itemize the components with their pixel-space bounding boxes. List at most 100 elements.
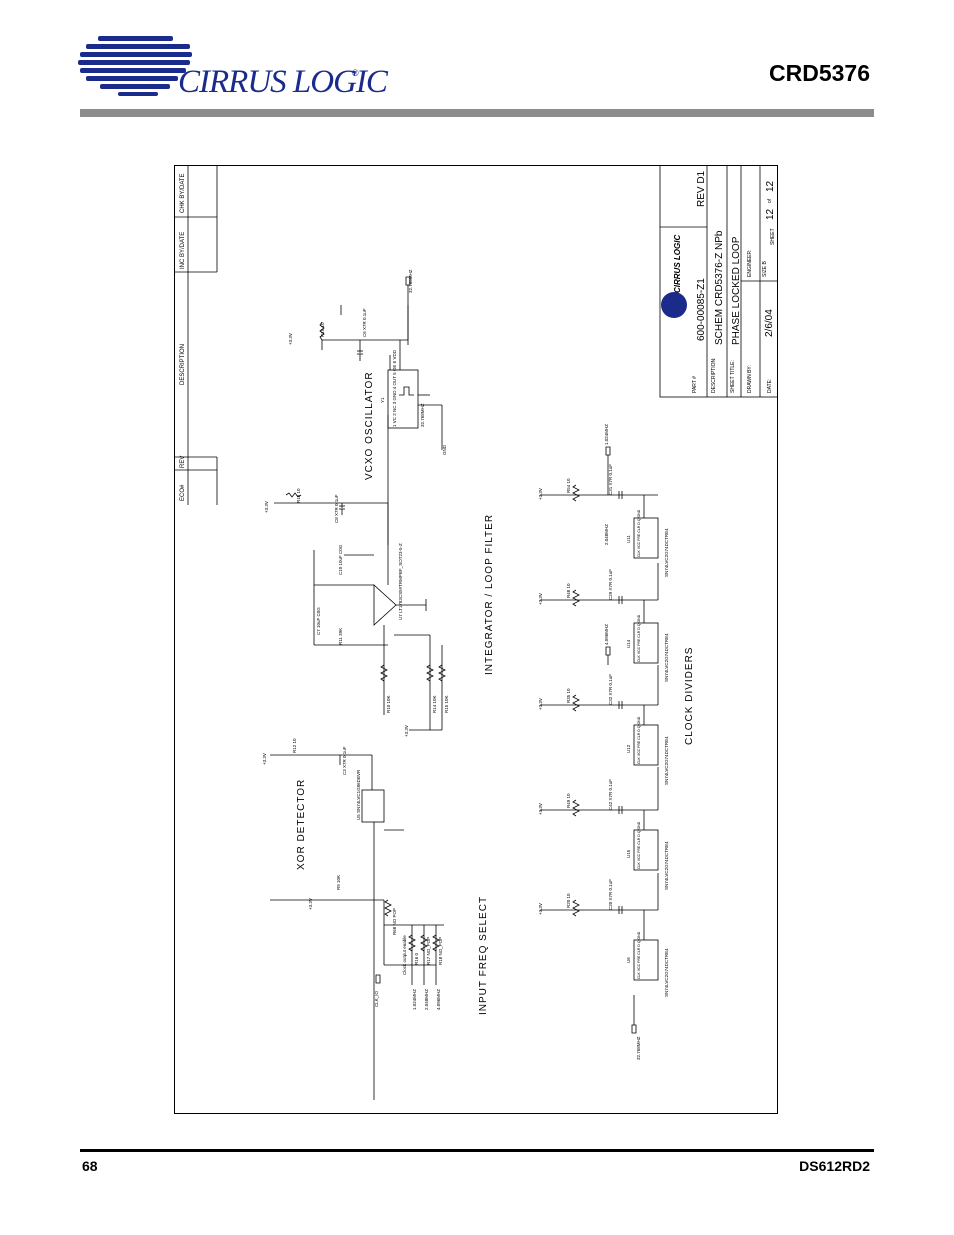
page-number: 68 bbox=[82, 1158, 98, 1174]
label-c10: C10 10uF C0G bbox=[338, 544, 343, 575]
cirrus-logic-logo bbox=[78, 36, 192, 96]
u5-xor-gate bbox=[361, 789, 385, 823]
label-v33-u14: +3.3V bbox=[538, 593, 543, 605]
label-f1b: 1.024MHZ bbox=[604, 424, 609, 445]
title-block-sheet-label: SHEET bbox=[770, 228, 776, 245]
label-osc-in-divider: 32.768MHZ bbox=[636, 1036, 641, 1060]
title-block-of-label: of bbox=[767, 198, 773, 203]
label-r68: R68 NO POP bbox=[392, 908, 397, 935]
title-block-drawn-by-label: DRAWN BY: bbox=[747, 365, 753, 393]
u7-opamp bbox=[373, 584, 397, 626]
label-gnd: GND bbox=[442, 444, 447, 455]
label-r13: R13 10 bbox=[296, 488, 301, 503]
label-y1-pins: 1 VC 2 NC 3 GND 4 OUT 5 OE 6 VDD bbox=[392, 349, 397, 427]
label-c31: C31 X7R 0.1uF bbox=[608, 464, 613, 495]
label-c7: C7 10uF C0G bbox=[316, 607, 321, 635]
title-block-date-value: 2/6/04 bbox=[764, 309, 775, 337]
label-u6-pins: CLK VCC PRE CLR D Q GND bbox=[637, 931, 641, 979]
label-c6: C6 X7R 0.1uF bbox=[362, 308, 367, 337]
label-u7: U7 LT1783CS5#TRMPBF_SOT23-5-Z bbox=[398, 543, 403, 620]
label-u15-model: SN74LVC2G74DCTRE4 bbox=[664, 841, 669, 890]
title-block-part-value: 600-00085-Z1 bbox=[696, 278, 707, 341]
section-clock-dividers: CLOCK DIVIDERS bbox=[684, 647, 695, 745]
schematic-sheet: ECO# REV DESCRIPTION INC BY/DATE CHK BY/… bbox=[174, 165, 778, 1114]
label-u11-model: SN74LVC2G74DCTRE4 bbox=[664, 528, 669, 577]
label-r48: R48 10 bbox=[566, 583, 571, 598]
label-r15: R15 10K bbox=[444, 695, 449, 713]
title-block-description-value: SCHEM CRD5376-Z NPb bbox=[714, 230, 725, 345]
label-r19: R19 10 bbox=[320, 322, 325, 337]
label-u11: U11 bbox=[626, 535, 631, 543]
label-v33-r14: +3.3V bbox=[404, 725, 409, 737]
u11-divider bbox=[633, 517, 659, 559]
label-r16: R16 0 bbox=[414, 952, 419, 965]
title-block-description-label: DESCRIPTION: bbox=[711, 357, 717, 393]
label-u6-model: SN74LVC2G74DCTRE4 bbox=[664, 948, 669, 997]
label-u12-model: SN74LVC2G74DCTRE4 bbox=[664, 736, 669, 785]
label-r12: R12 10 bbox=[292, 738, 297, 753]
label-r10: R10 10K bbox=[386, 695, 391, 713]
y1-oscillator bbox=[387, 369, 419, 429]
rev-header-eco: ECO# bbox=[180, 484, 186, 501]
label-c3: C3 X7R 0.1uF bbox=[342, 746, 347, 775]
rev-header-inc: INC BY/DATE bbox=[180, 232, 186, 269]
title-block-sheet-value: 12 bbox=[765, 208, 776, 220]
title-block-sheet-total: 12 bbox=[765, 180, 776, 192]
section-input-freq-select: INPUT FREQ SELECT bbox=[478, 896, 489, 1015]
label-c42: C42 X7R 0.1uF bbox=[608, 779, 613, 810]
label-u14: U14 bbox=[626, 639, 631, 648]
title-block-sheet-title-value: PHASE LOCKED LOOP bbox=[731, 236, 742, 345]
title-block-engineer-label: ENGINEER: bbox=[747, 249, 753, 277]
label-v33-u15: +3.3V bbox=[538, 803, 543, 815]
label-v33-u11: +3.3V bbox=[538, 488, 543, 500]
label-c20: C20 X7R 0.1uF bbox=[608, 879, 613, 910]
label-f4: 4.096MHZ bbox=[436, 989, 441, 1010]
title-block bbox=[659, 165, 778, 398]
label-clk-io: CLK_IO bbox=[374, 990, 379, 1007]
integrator-circuit bbox=[274, 492, 446, 731]
revision-table bbox=[174, 165, 218, 505]
document-title: CRD5376 bbox=[769, 60, 870, 86]
section-vcxo-oscillator: VCXO OSCILLATOR bbox=[364, 371, 375, 480]
label-f1: 1.024MHZ bbox=[412, 989, 417, 1010]
label-u11-pins: CLK VCC PRE CLR D Q GND bbox=[637, 509, 641, 557]
label-v33-r9: +3.3V bbox=[308, 898, 313, 910]
label-clock-enable: Clock output enable bbox=[402, 935, 407, 975]
label-v33-u12: +3.3V bbox=[538, 698, 543, 710]
label-r18: R18 NO_POP bbox=[438, 937, 443, 965]
label-r35: R35 10 bbox=[566, 688, 571, 703]
label-v33-r12: +3.3V bbox=[262, 753, 267, 765]
label-u15: U15 bbox=[626, 849, 631, 858]
rev-header-chk: CHK BY/DATE bbox=[180, 173, 186, 213]
label-u14-pins: CLK VCC PRE CLR D Q GND bbox=[637, 614, 641, 662]
title-block-part-label: PART # bbox=[692, 376, 698, 393]
title-block-logo: CIRRUS LOGIC bbox=[673, 235, 682, 293]
u14-divider bbox=[633, 622, 659, 664]
label-u12-pins: CLK VCC PRE CLR D Q GND bbox=[637, 716, 641, 764]
logo-text: CIRRUS LOGIC bbox=[178, 64, 388, 100]
label-v33-vcxo: +3.3V bbox=[288, 333, 293, 345]
xor-circuit bbox=[270, 754, 444, 1100]
label-f4b: 4.096MHZ bbox=[604, 624, 609, 645]
title-block-sheet-title-label: SHEET TITLE: bbox=[730, 360, 736, 393]
section-xor-detector: XOR DETECTOR bbox=[296, 779, 307, 870]
header-rule bbox=[80, 109, 874, 117]
label-f2: 2.048MHZ bbox=[424, 989, 429, 1010]
label-u15-pins: CLK VCC PRE CLR D Q GND bbox=[637, 821, 641, 869]
label-r14: R14 10K bbox=[432, 695, 437, 713]
label-r54: R54 10 bbox=[566, 478, 571, 493]
title-block-date-label: DATE: bbox=[767, 379, 773, 393]
vcxo-circuit bbox=[319, 276, 443, 545]
label-c32: C32 X7R 0.1uF bbox=[608, 674, 613, 705]
label-c29: C29 X7R 0.1uF bbox=[608, 569, 613, 600]
label-u12: U12 bbox=[626, 744, 631, 753]
label-c8: C8 X7R 0.1uF bbox=[334, 494, 339, 523]
u12-divider bbox=[633, 724, 659, 766]
label-y1-ref: Y1 bbox=[380, 397, 385, 403]
clock-dividers-circuit bbox=[540, 446, 659, 1034]
label-u6: U6 bbox=[626, 957, 631, 963]
document-code: DS612RD2 bbox=[799, 1158, 870, 1174]
label-u5: U5 SN74LVC1G86DBVR bbox=[356, 769, 361, 820]
label-y1-value: 32.768MHZ bbox=[420, 403, 425, 427]
label-f2b: 2.048MHZ bbox=[604, 524, 609, 545]
